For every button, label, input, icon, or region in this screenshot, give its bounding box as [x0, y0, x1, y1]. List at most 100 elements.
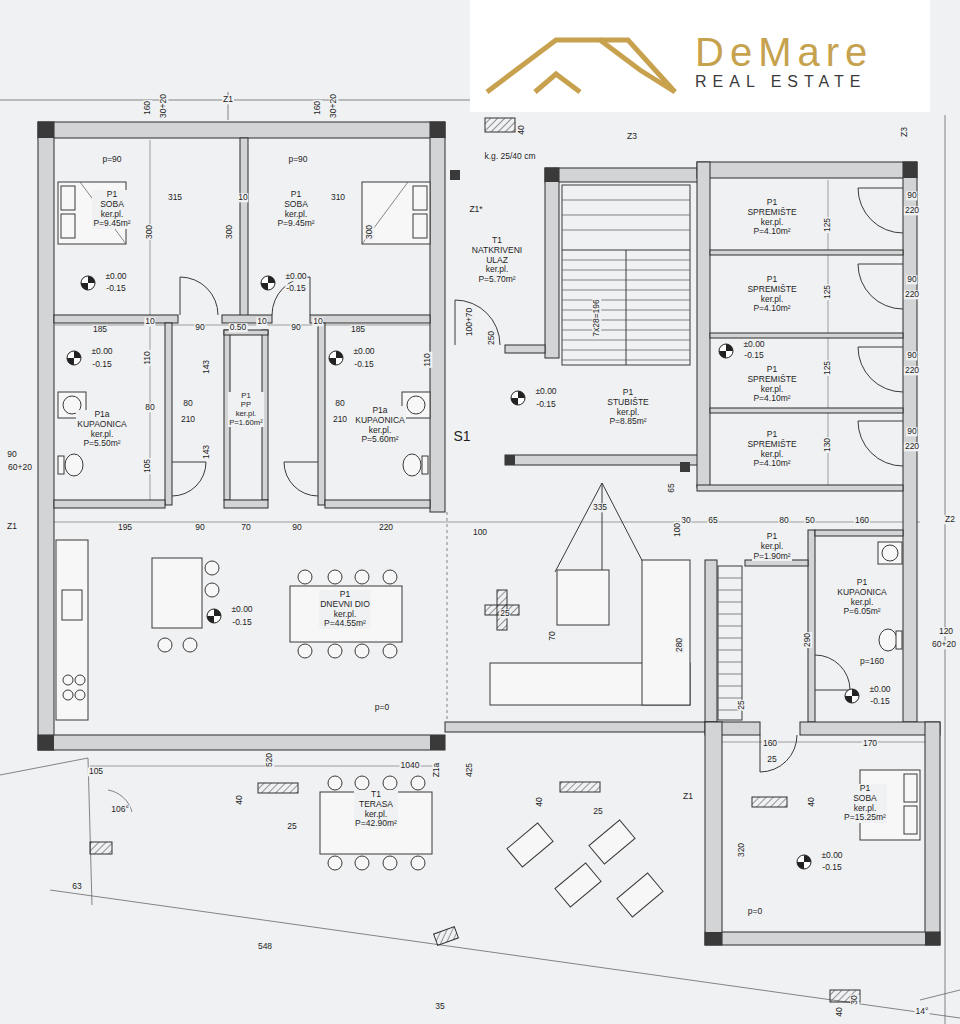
- dimension-label: 35: [434, 1002, 445, 1011]
- wall: [240, 138, 248, 316]
- room-text: P1: [228, 392, 264, 401]
- room-text: P=5.60m²: [354, 435, 405, 445]
- dimension-label: 40: [517, 124, 526, 135]
- furniture: [355, 570, 369, 584]
- level-mark: -0.15: [91, 360, 112, 369]
- wall: [224, 500, 268, 508]
- furniture: [407, 396, 425, 414]
- wall: [38, 122, 54, 750]
- dimension-label: 160: [762, 739, 778, 748]
- dimension-label: 425: [465, 762, 474, 778]
- dimension-label: 160: [143, 100, 152, 116]
- room-text: P=42.90m²: [354, 819, 398, 829]
- wall: [447, 512, 448, 722]
- room-text: P=4.10m²: [746, 227, 797, 237]
- staircase: [718, 578, 742, 710]
- room-text: ker.pl.: [76, 430, 127, 440]
- furniture: [383, 776, 397, 790]
- dimension-label: 25: [737, 699, 746, 710]
- room-text: ker.pl.: [92, 210, 131, 220]
- room-text: P=1.90m²: [752, 552, 791, 562]
- staircase: [718, 566, 742, 720]
- level-symbol: [67, 351, 81, 365]
- dimension-label: 160: [313, 100, 322, 116]
- dimension-label: 25: [592, 807, 603, 816]
- furniture: [355, 856, 369, 870]
- staircase: [562, 185, 690, 365]
- furniture: [355, 776, 369, 790]
- room-text: ker.pl.: [836, 598, 887, 608]
- dimension-label: 210: [332, 415, 348, 424]
- room-label: P1SPREMIŠTEker.pl.P=4.10m²: [746, 198, 797, 237]
- dimension-label: 90: [6, 450, 17, 459]
- brand-tagline: REAL ESTATE: [695, 73, 873, 91]
- dimension-label: 10: [237, 193, 248, 202]
- column: [450, 170, 460, 180]
- room-label: P1STUBIŠTEker.pl.P=8.85m²: [606, 388, 650, 427]
- furniture: [158, 638, 172, 652]
- door-swing: [172, 188, 903, 772]
- room-label: P1aKUPAONICAker.pl.P=5.60m²: [354, 406, 405, 445]
- room-label: P1SPREMIŠTEker.pl.P=4.10m²: [746, 365, 797, 404]
- level-mark: ±0.00: [868, 685, 891, 694]
- dimension-label: 143: [202, 444, 211, 460]
- staircase: [626, 250, 627, 365]
- column: [545, 168, 559, 182]
- level-mark: -0.15: [105, 284, 126, 293]
- door-swing: [272, 277, 310, 315]
- furniture: [411, 776, 425, 790]
- dimension-label: Z3: [900, 126, 909, 138]
- room-text: P=4.10m²: [746, 459, 797, 469]
- furniture: [328, 570, 342, 584]
- wall: [710, 333, 903, 338]
- door-swing: [858, 264, 903, 309]
- dimension-label: 105: [88, 767, 104, 776]
- level-symbol: [81, 276, 95, 290]
- room-text: P1: [752, 532, 791, 542]
- dimension-label: 90: [194, 523, 205, 532]
- level-mark: ±0.00: [104, 272, 127, 281]
- room-text: T1: [354, 790, 398, 800]
- wall: [430, 122, 445, 512]
- furniture: [403, 454, 421, 476]
- furniture: [298, 644, 312, 658]
- furniture: [642, 560, 690, 705]
- level-symbol: [797, 855, 811, 869]
- dimension-label: 90: [906, 275, 917, 284]
- door-swing: [172, 462, 206, 496]
- dimension-label: 315: [167, 193, 183, 202]
- furniture: [904, 774, 917, 802]
- furniture: [411, 856, 425, 870]
- dimension-label: 25: [286, 822, 297, 831]
- column: [705, 932, 722, 945]
- room-text: P=1.60m²: [228, 419, 264, 428]
- room-text: P=44.55m²: [319, 619, 371, 629]
- wall: [697, 485, 903, 491]
- dimension-label: 90: [291, 523, 302, 532]
- wall: [54, 500, 165, 508]
- room-text: ker.pl.: [606, 408, 650, 418]
- dimension-label: 60+20: [7, 463, 33, 472]
- room-text: P=5.70m²: [466, 275, 528, 285]
- furniture: [383, 856, 397, 870]
- level-mark: ±0.00: [742, 340, 765, 349]
- wall: [800, 722, 940, 735]
- room-text: ker.pl.: [752, 542, 791, 552]
- wall: [710, 408, 903, 413]
- furniture: [75, 675, 85, 685]
- staircase: [555, 185, 742, 720]
- site-line: [0, 92, 960, 1024]
- dimension-label: 80: [334, 399, 345, 408]
- room-text: PP: [228, 401, 264, 410]
- dimension-label: p=90: [287, 155, 308, 164]
- dimension-label: Z1: [222, 95, 234, 104]
- dimension-label: 100: [673, 522, 682, 538]
- furniture: [63, 690, 73, 700]
- dimension-label: 130: [823, 437, 832, 453]
- wall: [54, 315, 178, 323]
- site-line: [50, 890, 960, 1018]
- furniture: [413, 214, 427, 238]
- dimension-label: 90: [290, 323, 301, 332]
- room-text: P1: [746, 198, 797, 208]
- level-mark: -0.15: [231, 618, 252, 627]
